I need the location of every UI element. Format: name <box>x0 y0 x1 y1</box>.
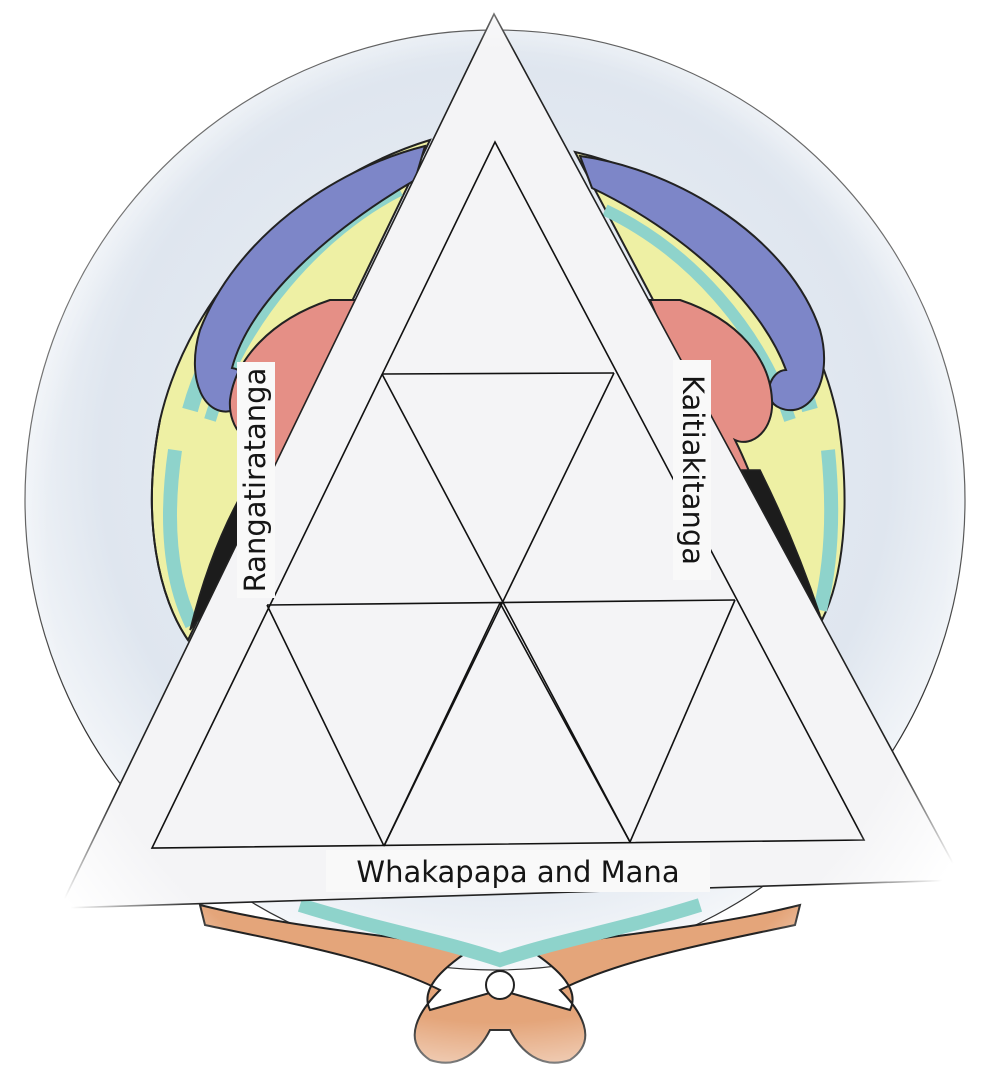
left-label-group: Rangatiratanga <box>237 362 275 598</box>
right-label-group: Kaitiakitanga <box>673 360 711 580</box>
bottom-label-group: Whakapapa and Mana <box>326 850 710 892</box>
grid-line-top <box>382 373 614 374</box>
bottom-side-label: Whakapapa and Mana <box>356 855 679 889</box>
right-side-label: Kaitiakitanga <box>676 375 710 565</box>
left-side-label: Rangatiratanga <box>238 368 272 593</box>
